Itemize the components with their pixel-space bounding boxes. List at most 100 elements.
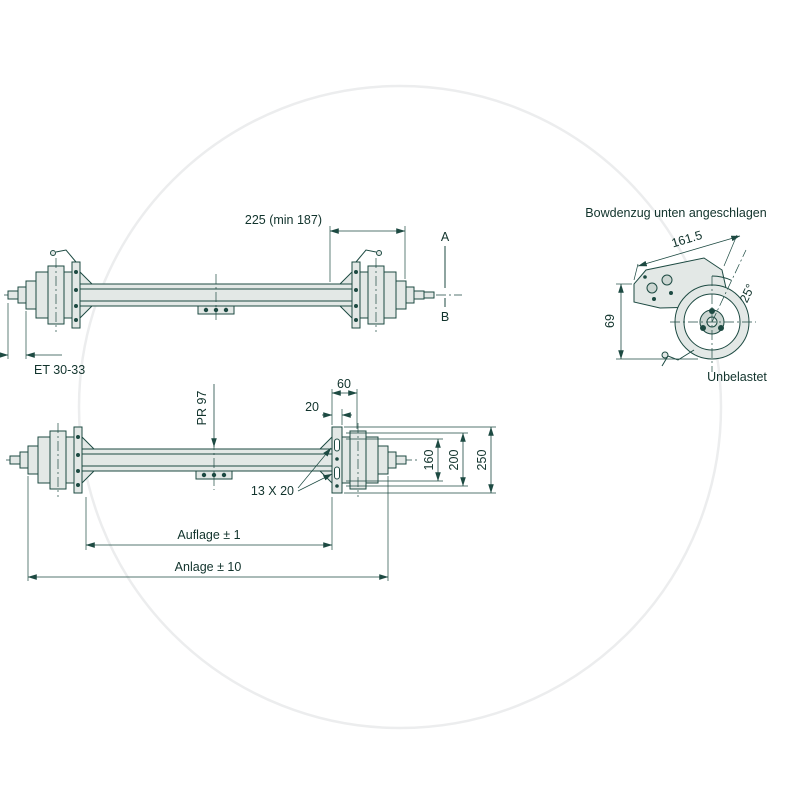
- axle-tube: [81, 448, 333, 472]
- shaft-tip: [7, 290, 19, 300]
- section-a-label: A: [441, 230, 450, 244]
- shaft-end: [423, 291, 435, 299]
- section-marker-b: B: [441, 298, 449, 324]
- cable-line: [661, 355, 669, 367]
- dim-200-label: 200: [447, 450, 461, 471]
- center-bracket: [195, 440, 233, 490]
- lever-arm: [55, 249, 77, 263]
- cable-eye: [376, 250, 382, 256]
- bolt-hole: [354, 318, 358, 322]
- dim-69: 69: [603, 283, 698, 360]
- gusset: [81, 435, 96, 450]
- bolt-hole: [74, 270, 78, 274]
- top-axle-view: 225 (min 187) A B ET 30-33: [0, 213, 462, 377]
- slot-callout: 13 X 20: [251, 447, 333, 498]
- slot-hole: [334, 466, 340, 480]
- center-bracket: [197, 274, 235, 322]
- bolt-hole: [669, 291, 673, 295]
- dim-200: 200: [346, 432, 468, 487]
- right-hub-assembly: [338, 258, 435, 332]
- bolt-hole: [646, 282, 658, 294]
- dim-20: 20: [305, 400, 352, 425]
- watermark-circle: [77, 84, 723, 730]
- gusset: [318, 435, 333, 450]
- dim-auflage: Auflage ± 1: [85, 497, 333, 550]
- dim-161-5-label: 161.5: [670, 228, 704, 250]
- hub-step: [359, 271, 369, 319]
- dim-60-label: 60: [337, 377, 351, 391]
- shaft-tip: [9, 455, 21, 465]
- cable-eye: [50, 250, 56, 256]
- wheel-bolt: [709, 308, 715, 314]
- hub-step: [387, 451, 397, 469]
- bolt-hole: [335, 457, 339, 461]
- hub-step: [27, 445, 39, 475]
- cable-lever: [661, 349, 695, 367]
- bolt-hole: [76, 453, 80, 457]
- dim-250-label: 250: [475, 450, 489, 471]
- dimension-line: [637, 235, 741, 267]
- bolt-hole: [354, 304, 358, 308]
- dim-anlage: Anlage ± 10: [27, 476, 389, 581]
- bottom-axle-view: 60 20 PR 97 13 X 20 160 200: [6, 377, 496, 581]
- bolt-hole: [74, 288, 78, 292]
- slot-label: 13 X 20: [251, 484, 294, 498]
- dim-225-label: 225 (min 187): [245, 213, 322, 227]
- left-hub-assembly: [9, 423, 96, 497]
- hub-step: [63, 271, 73, 319]
- bolt-hole: [203, 307, 209, 313]
- hub-step: [377, 445, 389, 475]
- dim-60: 60: [331, 377, 358, 429]
- angle-label: 25°: [737, 282, 758, 305]
- bolt-hole: [76, 483, 80, 487]
- gusset: [79, 270, 94, 285]
- shaft-tip: [413, 290, 425, 300]
- dim-et-label: ET 30-33: [34, 363, 85, 377]
- bolt-hole: [354, 288, 358, 292]
- extension-line: [723, 234, 738, 267]
- bolt-hole: [354, 270, 358, 274]
- hub-step: [365, 436, 379, 484]
- bolt-hole: [74, 304, 78, 308]
- leader-line: [297, 473, 333, 492]
- bolt-hole: [643, 275, 647, 279]
- bolt-hole: [223, 307, 229, 313]
- dim-225: 225 (min 187): [245, 213, 406, 282]
- section-marker-a: A: [441, 230, 450, 288]
- right-hub-assembly: [318, 423, 407, 497]
- slot-hole: [334, 438, 340, 452]
- brake-detail-view: Bowdenzug unten angeschlagen 161.5: [585, 206, 767, 384]
- hub-step: [37, 436, 51, 484]
- gusset: [338, 305, 353, 320]
- dim-pr97-label: PR 97: [195, 391, 209, 426]
- shaft-tip: [395, 455, 407, 465]
- left-hub-assembly: [7, 258, 94, 332]
- detail-title: Bowdenzug unten angeschlagen: [585, 206, 766, 220]
- dim-160-label: 160: [422, 450, 436, 471]
- bolt-hole: [661, 274, 673, 286]
- bolt-hole: [201, 472, 207, 478]
- hub-step: [383, 271, 397, 319]
- hub-step: [19, 451, 29, 469]
- gusset: [79, 305, 94, 320]
- bolt-hole: [221, 472, 227, 478]
- hub-step: [17, 286, 27, 304]
- tube-body: [81, 448, 333, 472]
- hub-step: [405, 286, 415, 304]
- bolt-hole: [335, 484, 339, 488]
- bolt-hole: [211, 472, 217, 478]
- gusset: [338, 270, 353, 285]
- detail-caption: Unbelastet: [707, 370, 767, 384]
- bolt-hole: [74, 318, 78, 322]
- extension-line: [633, 263, 639, 281]
- dim-69-label: 69: [603, 314, 617, 328]
- hub-step: [65, 436, 75, 484]
- angle-line: [711, 249, 747, 323]
- cable-eye: [661, 351, 669, 359]
- brake-lever-right: [355, 249, 382, 263]
- bolt-hole: [76, 469, 80, 473]
- bolt-hole: [76, 435, 80, 439]
- dim-et: ET 30-33: [0, 303, 85, 377]
